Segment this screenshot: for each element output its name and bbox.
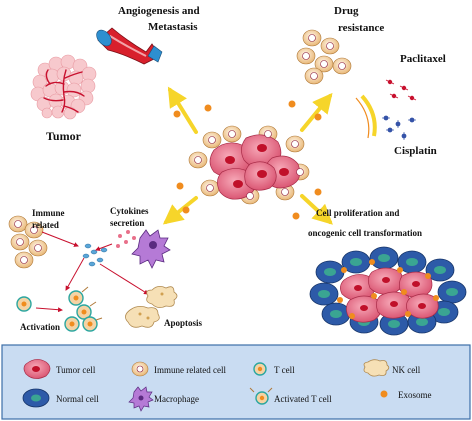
drug-membrane (355, 94, 377, 139)
legend-tumor-cell: Tumor cell (56, 365, 96, 375)
paclitaxel-molecules (385, 79, 417, 101)
immune-signal-cluster (82, 243, 108, 267)
label-cisplatin: Cisplatin (394, 145, 437, 157)
tumor-illustration (30, 54, 97, 120)
label-paclitaxel: Paclitaxel (400, 53, 446, 65)
t-cells-activation (16, 286, 103, 332)
cytokine-dots (116, 230, 136, 248)
central-cell-cluster (188, 125, 310, 205)
proliferation-cluster (309, 246, 467, 336)
label-tumor: Tumor (46, 129, 82, 143)
arrow-to-proliferation (300, 194, 333, 225)
yellow-arrows (162, 86, 333, 225)
legend-activated-t-cell: Activated T cell (274, 394, 332, 404)
label-angiogenesis-2: Metastasis (148, 21, 198, 33)
legend-exosome: Exosome (398, 390, 432, 400)
arrow-to-angiogenesis (167, 86, 198, 134)
label-cytokines-2: secretion (110, 218, 144, 228)
drug-resistance-cells (296, 29, 352, 85)
apoptosis-nk-cells (125, 286, 178, 328)
exosome-dots (173, 100, 322, 220)
legend-exosome-icon (380, 390, 388, 398)
blood-vessel-illustration (96, 27, 163, 65)
label-activation: Activation (20, 322, 60, 332)
legend-nk-cell-icon (363, 359, 390, 377)
cisplatin-molecules (382, 115, 416, 140)
red-arrows (35, 231, 149, 313)
legend-t-cell: T cell (274, 365, 295, 375)
label-proliferation-1: Cell proliferation and (316, 208, 399, 218)
label-proliferation-2: oncogenic cell transformation (308, 228, 422, 238)
legend: Tumor cell Immune related cell T cell NK… (1, 344, 471, 420)
label-drug-1: Drug (334, 5, 359, 17)
arrow-to-drug-resistance (300, 92, 333, 132)
legend-box (1, 344, 471, 420)
label-apoptosis: Apoptosis (164, 318, 203, 328)
macrophage-illustration (131, 229, 171, 269)
label-angiogenesis-1: Angiogenesis and (118, 5, 200, 17)
legend-macrophage: Macrophage (154, 394, 199, 404)
arrow-to-immune (162, 196, 198, 225)
label-immune-2: related (32, 220, 59, 230)
label-drug-2: resistance (338, 22, 384, 34)
legend-normal-cell: Normal cell (56, 394, 99, 404)
legend-nk-cell: NK cell (392, 365, 421, 375)
legend-immune-related-cell: Immune related cell (154, 365, 226, 375)
immune-related-cells (8, 215, 48, 269)
label-cytokines-1: Cytokines (110, 206, 149, 216)
label-immune-1: Immune (32, 208, 65, 218)
